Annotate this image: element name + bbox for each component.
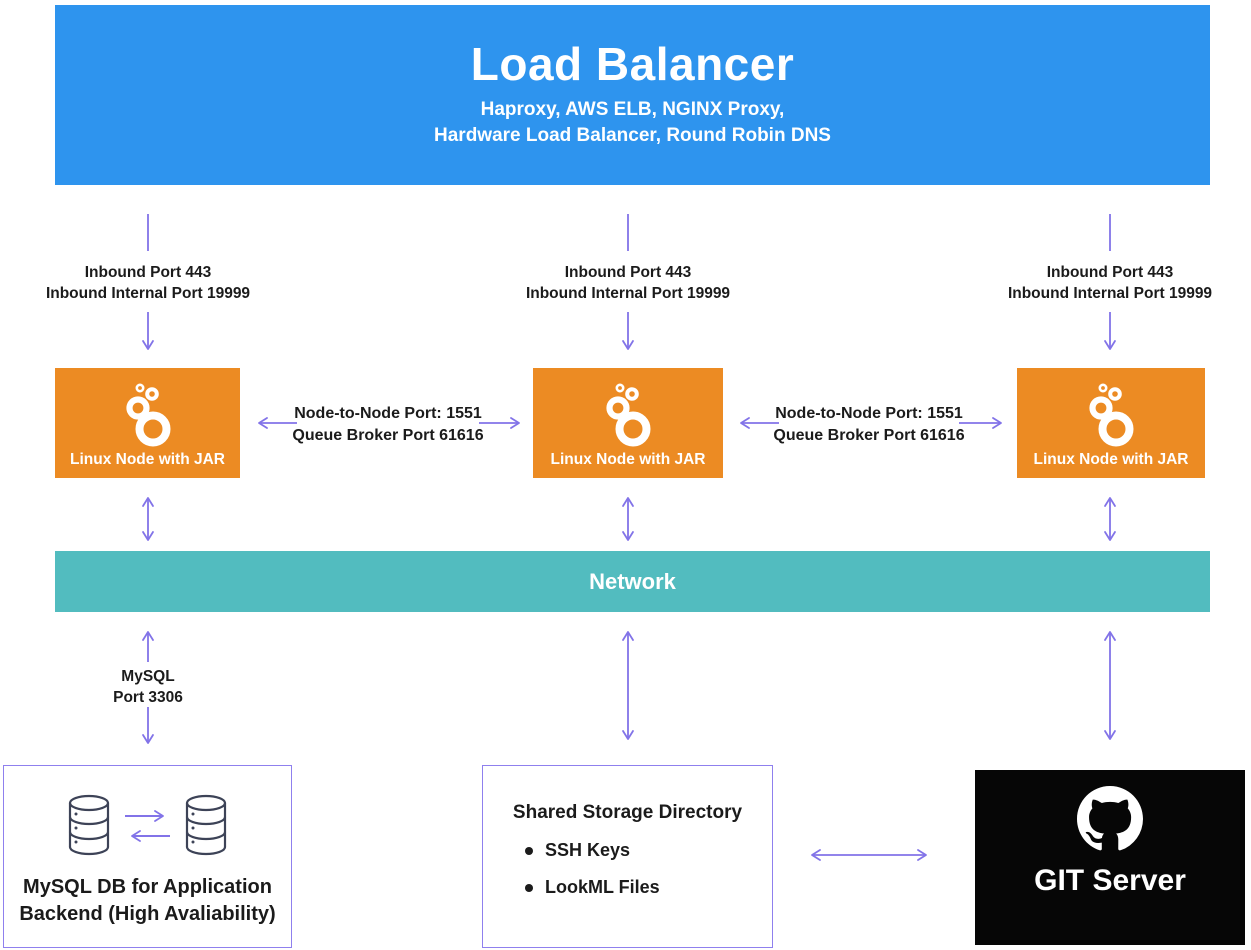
bullet-icon xyxy=(525,846,533,855)
load-balancer-box: Load Balancer Haproxy, AWS ELB, NGINX Pr… xyxy=(55,5,1210,185)
node-link-label-2: Node-to-Node Port: 1551 Queue Broker Por… xyxy=(773,405,965,444)
node-label: Linux Node with JAR xyxy=(70,451,225,468)
network-label: Network xyxy=(589,568,676,594)
node-link-label-1: Node-to-Node Port: 1551 Queue Broker Por… xyxy=(292,405,484,444)
shared-storage-box: Shared Storage Directory SSH Keys LookML… xyxy=(482,765,773,948)
shared-storage-title: Shared Storage Directory xyxy=(512,802,743,823)
load-balancer-subtitle: Haproxy, AWS ELB, NGINX Proxy, Hardware … xyxy=(434,99,831,146)
looker-icon xyxy=(606,383,651,447)
inbound-label-2: Inbound Port 443 Inbound Internal Port 1… xyxy=(525,264,731,302)
bullet-icon xyxy=(525,883,533,892)
git-server-box: GIT Server xyxy=(975,770,1245,945)
mysql-db-label: MySQL DB for Application Backend (High A… xyxy=(19,876,276,925)
looker-icon xyxy=(1089,383,1134,447)
inbound-label-3: Inbound Port 443 Inbound Internal Port 1… xyxy=(1007,264,1213,302)
node-label: Linux Node with JAR xyxy=(1033,451,1189,468)
node-label: Linux Node with JAR xyxy=(550,451,706,468)
database-replication-icon xyxy=(68,794,227,856)
looker-icon xyxy=(125,383,170,447)
inbound-label-1: Inbound Port 443 Inbound Internal Port 1… xyxy=(45,264,251,302)
linux-node-2: Linux Node with JAR xyxy=(533,368,723,478)
network-bar: Network xyxy=(55,551,1210,612)
linux-node-3: Linux Node with JAR xyxy=(1017,368,1205,478)
list-item: LookML Files xyxy=(525,877,772,898)
github-icon xyxy=(1077,786,1143,851)
list-item: SSH Keys xyxy=(525,840,772,861)
mysql-link-label: MySQL Port 3306 xyxy=(113,668,183,706)
shared-storage-list: SSH Keys LookML Files xyxy=(525,840,772,898)
mysql-db-box: MySQL DB for Application Backend (High A… xyxy=(3,765,292,948)
load-balancer-title: Load Balancer xyxy=(470,38,795,90)
linux-node-1: Linux Node with JAR xyxy=(55,368,240,478)
git-server-label: GIT Server xyxy=(1034,864,1186,897)
